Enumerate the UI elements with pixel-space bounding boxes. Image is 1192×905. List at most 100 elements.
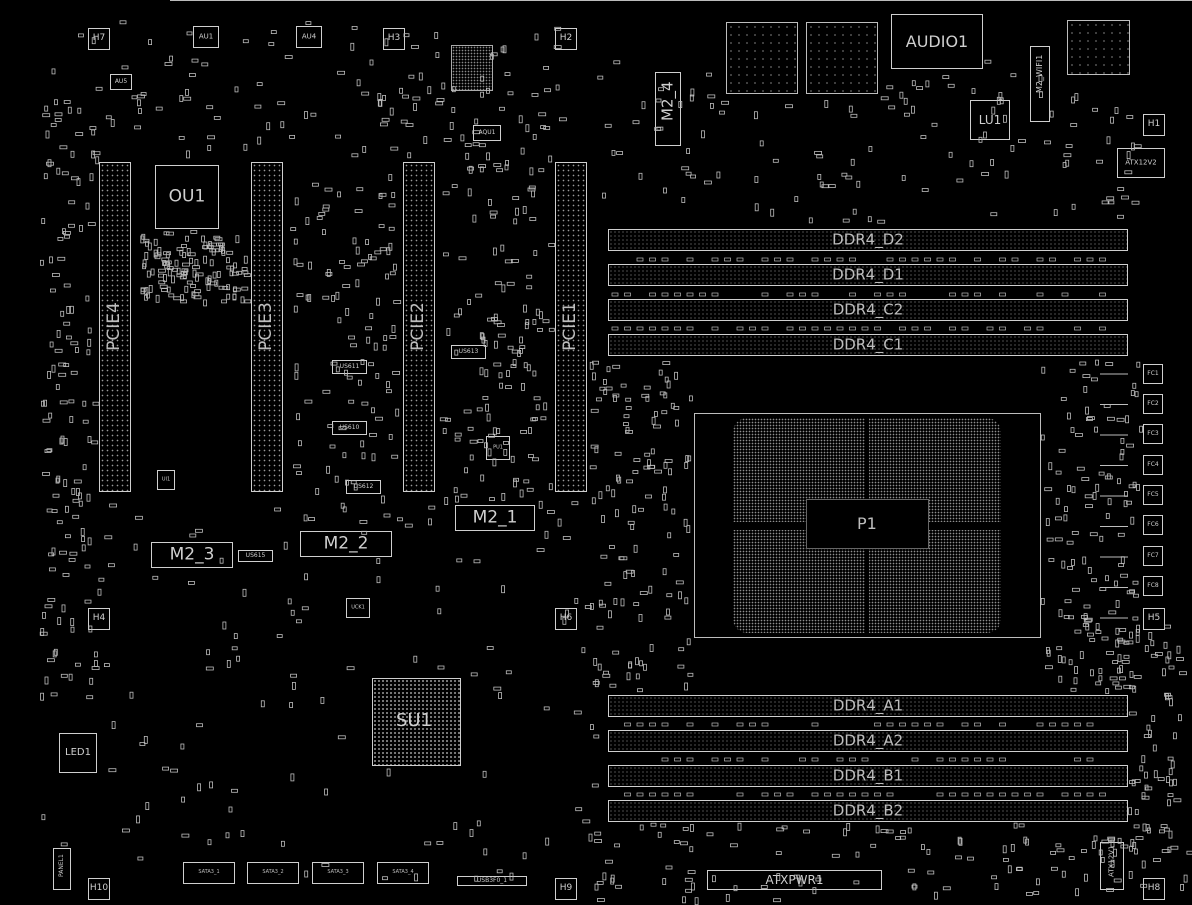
smd-footprint	[650, 448, 655, 455]
smd-footprint	[157, 273, 164, 278]
smd-footprint	[479, 166, 484, 173]
smd-footprint	[211, 248, 220, 253]
smd-footprint	[87, 436, 92, 443]
smd-footprint	[515, 207, 519, 216]
chip-audio1-label: AUDIO1	[905, 31, 969, 51]
smd-footprint	[711, 757, 719, 762]
smd-footprint	[360, 259, 368, 264]
smd-footprint	[493, 313, 498, 322]
smd-footprint	[1126, 115, 1134, 119]
smd-footprint	[1108, 610, 1117, 615]
smd-footprint	[664, 615, 672, 620]
smd-footprint	[54, 118, 62, 122]
smd-footprint	[601, 515, 605, 523]
smd-footprint	[134, 125, 142, 130]
smd-footprint	[1115, 685, 1122, 690]
chipset-su1-label: SU1	[396, 710, 433, 731]
smd-footprint	[369, 59, 374, 66]
smd-footprint	[469, 829, 474, 837]
smd-footprint	[296, 471, 302, 476]
smd-footprint	[821, 184, 830, 189]
smd-footprint	[605, 386, 613, 391]
smd-footprint	[685, 888, 692, 893]
sata-header-4: SATA3_4	[377, 862, 429, 884]
smd-footprint	[686, 148, 690, 155]
smd-footprint	[490, 317, 498, 321]
pcie-slot-2-label: PCIE2	[407, 302, 428, 351]
smd-footprint	[684, 597, 689, 605]
smd-footprint	[280, 840, 285, 847]
smd-footprint	[633, 458, 641, 463]
smd-footprint	[412, 96, 421, 101]
ddr4-slot-d1-label: DDR4_D1	[832, 265, 904, 284]
smd-footprint	[1139, 765, 1144, 772]
smd-footprint	[678, 647, 685, 652]
smd-footprint	[382, 344, 387, 351]
smd-footprint	[444, 497, 449, 506]
smd-footprint	[506, 370, 510, 378]
smd-footprint	[463, 409, 472, 414]
smd-footprint	[609, 683, 617, 688]
smd-footprint	[242, 270, 249, 275]
smd-footprint	[72, 514, 80, 519]
smd-footprint	[1126, 590, 1135, 595]
smd-footprint	[701, 130, 705, 139]
smd-footprint	[334, 475, 339, 483]
smd-footprint	[548, 483, 553, 491]
smd-footprint	[911, 257, 919, 262]
smd-footprint	[761, 292, 769, 297]
smd-footprint	[500, 244, 505, 252]
smd-footprint	[850, 158, 855, 166]
smd-footprint	[649, 722, 656, 727]
smd-footprint	[592, 360, 599, 365]
smd-footprint	[575, 807, 583, 812]
smd-footprint	[867, 216, 872, 223]
smd-footprint	[122, 828, 130, 833]
smd-footprint	[490, 214, 497, 219]
smd-footprint	[1160, 824, 1168, 828]
chip-lu1: LU1	[970, 100, 1010, 140]
smd-footprint	[921, 188, 929, 192]
smd-footprint	[382, 95, 387, 101]
smd-footprint	[182, 252, 187, 259]
smd-footprint	[290, 227, 297, 232]
smd-footprint	[181, 833, 190, 838]
smd-footprint	[643, 663, 647, 671]
smd-footprint	[390, 146, 399, 151]
smd-footprint	[543, 706, 550, 711]
sata-header-3: SATA3_3	[312, 862, 364, 884]
smd-footprint	[661, 326, 669, 331]
fan-header-4: FC4	[1143, 455, 1163, 475]
smd-footprint	[799, 326, 806, 331]
smd-footprint	[819, 181, 824, 188]
smd-footprint	[82, 419, 89, 424]
chip-lsu1	[451, 45, 493, 91]
smd-footprint	[626, 672, 631, 681]
smd-footprint	[1153, 770, 1158, 779]
fan-header-3: FC3	[1143, 424, 1163, 444]
smd-footprint	[326, 268, 331, 277]
smd-footprint	[811, 257, 819, 262]
fan-header-5-label: FC5	[1147, 491, 1159, 498]
smd-footprint	[1119, 453, 1124, 461]
smd-footprint	[615, 884, 622, 889]
smd-footprint	[1036, 792, 1044, 797]
smd-footprint	[49, 567, 56, 572]
smd-footprint	[484, 369, 489, 378]
smd-footprint	[350, 343, 358, 348]
smd-footprint	[428, 505, 436, 510]
smd-footprint	[1128, 711, 1137, 716]
smd-footprint	[911, 326, 919, 331]
smd-footprint	[974, 292, 981, 297]
smd-footprint	[376, 558, 381, 564]
smd-footprint	[146, 292, 150, 299]
smd-footprint	[1121, 195, 1129, 200]
smd-footprint	[1123, 640, 1130, 645]
smd-footprint	[63, 321, 71, 326]
smd-footprint	[294, 363, 299, 372]
smd-footprint	[192, 269, 197, 278]
smd-footprint	[1046, 537, 1054, 542]
smd-footprint	[1130, 839, 1135, 847]
smd-footprint	[209, 259, 214, 267]
smd-footprint	[174, 259, 179, 267]
